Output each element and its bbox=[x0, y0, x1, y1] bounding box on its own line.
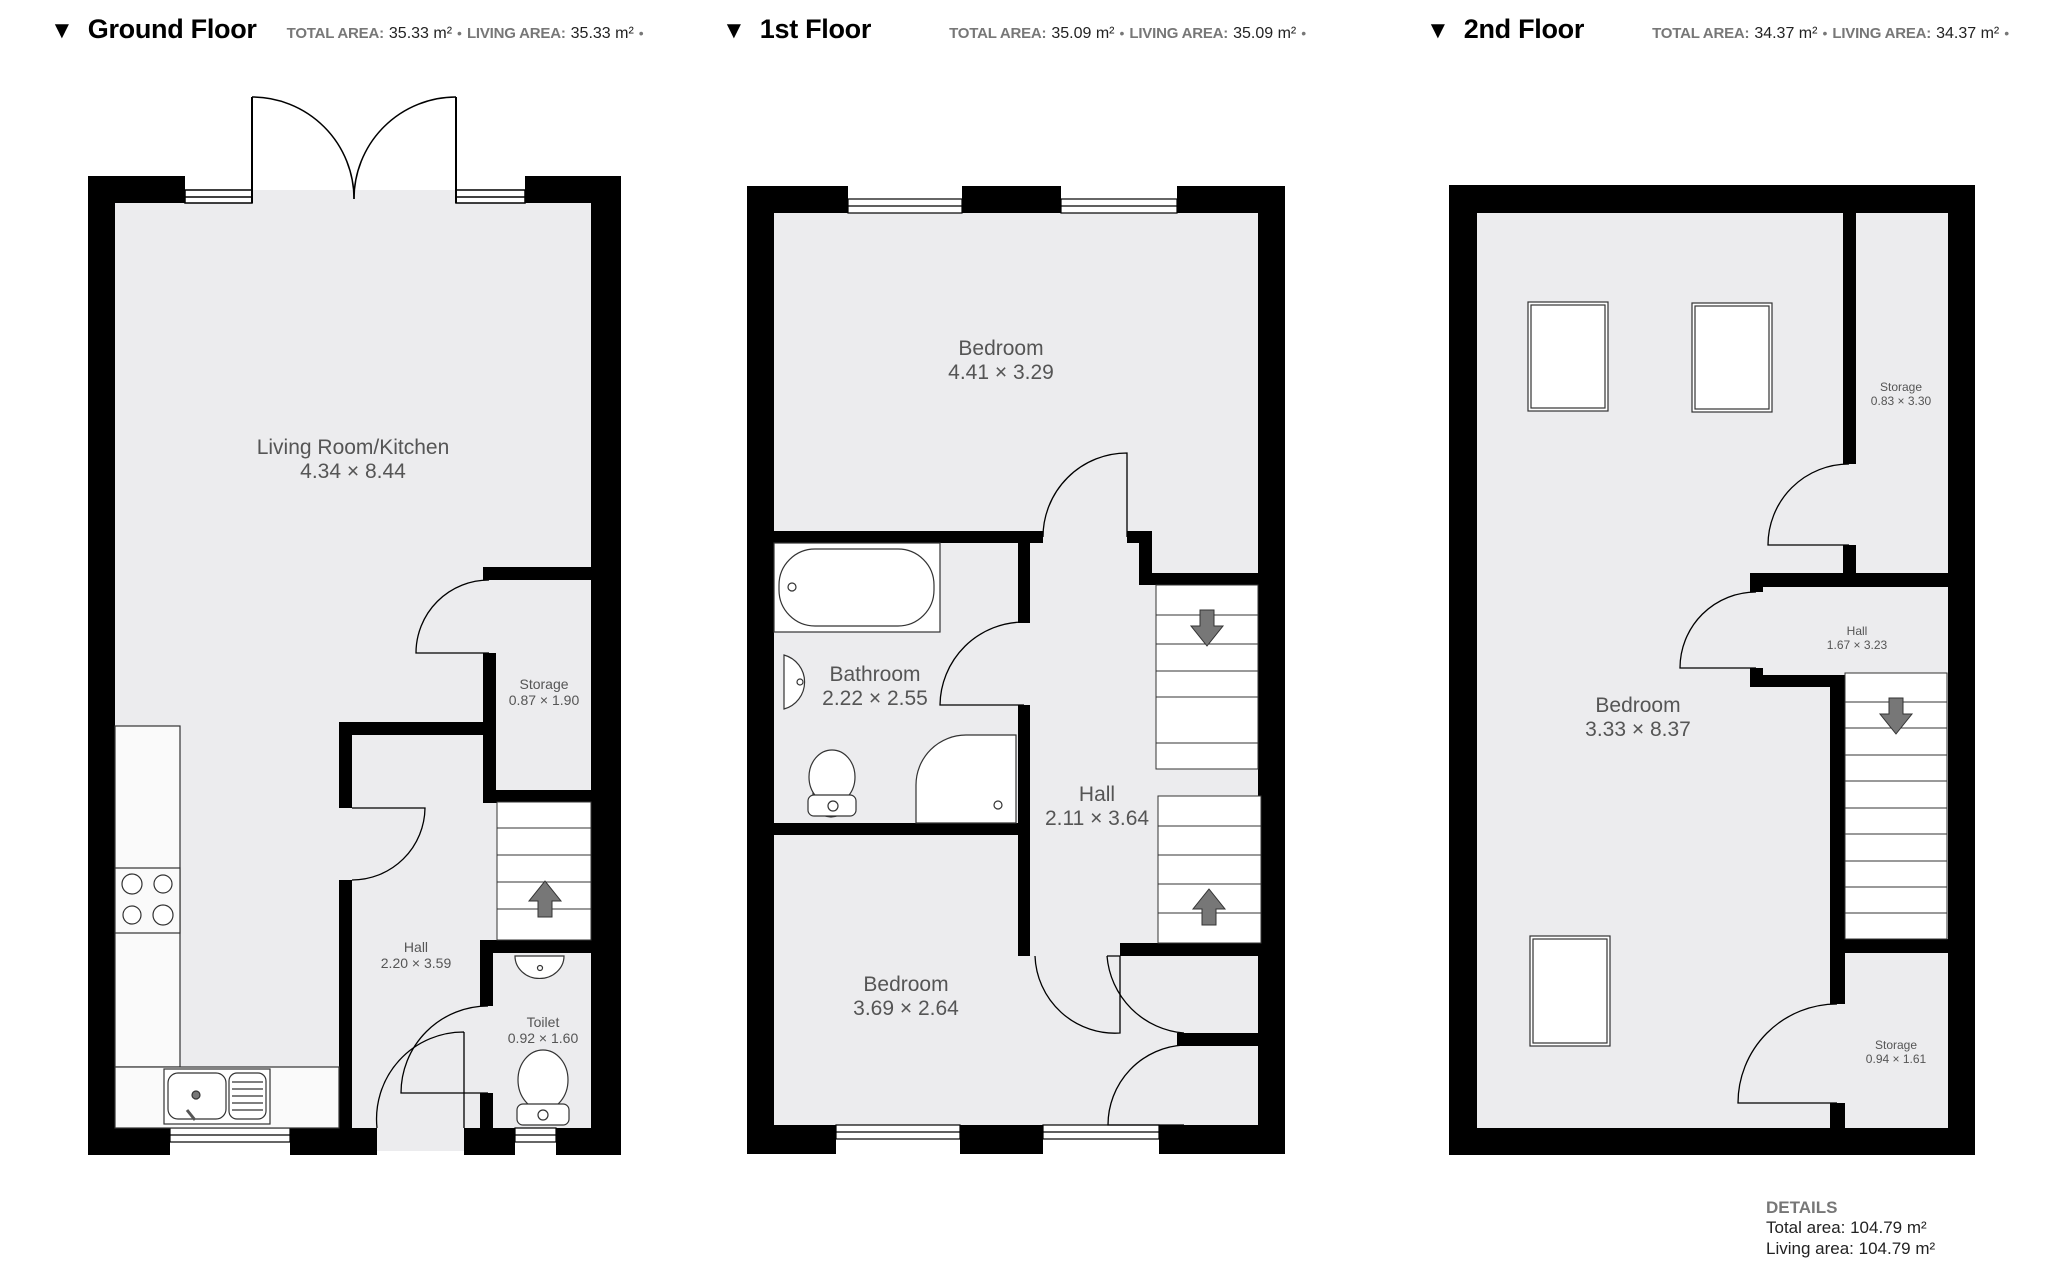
floor-title[interactable]: 1st Floor bbox=[759, 14, 872, 44]
living-area-value: 34.37 m² bbox=[1936, 25, 2000, 42]
room-label-living-room-kitchen: Living Room/Kitchen 4.34 × 8.44 bbox=[257, 436, 450, 484]
details-living-area: Living area: 104.79 m² bbox=[1766, 1238, 1936, 1258]
room-name: Storage bbox=[1874, 1038, 1918, 1053]
room-label-storage: Storage 0.94 × 1.61 bbox=[1865, 1038, 1927, 1067]
room-label-bedroom: Bedroom 3.33 × 8.37 bbox=[1585, 694, 1691, 742]
total-area-value: 35.09 m² bbox=[1051, 25, 1115, 42]
toilet-fixtures bbox=[514, 955, 570, 1126]
total-area-label: TOTAL AREA: bbox=[949, 25, 1047, 42]
details-summary: DETAILS Total area: 104.79 m² Living are… bbox=[1766, 1198, 1935, 1259]
separator-dot: • bbox=[1119, 25, 1125, 41]
window bbox=[835, 198, 1178, 1140]
ground-floor-plan bbox=[88, 96, 621, 1155]
staircase bbox=[1844, 672, 1948, 940]
floor-title[interactable]: 2nd Floor bbox=[1463, 14, 1585, 44]
room-size: 0.92 × 1.60 bbox=[507, 1030, 579, 1046]
room-name: Toilet bbox=[526, 1013, 560, 1030]
staircase bbox=[1155, 584, 1262, 944]
room-label-storage: Storage 0.83 × 3.30 bbox=[1870, 380, 1932, 409]
room-size: 0.83 × 3.30 bbox=[1870, 394, 1932, 408]
details-title: DETAILS bbox=[1766, 1198, 1838, 1217]
total-area-label: TOTAL AREA: bbox=[286, 25, 384, 42]
first-floor-plan bbox=[747, 186, 1285, 1154]
room-label-bedroom: Bedroom 4.41 × 3.29 bbox=[948, 337, 1054, 385]
details-total-area: Total area: 104.79 m² bbox=[1766, 1218, 1927, 1238]
hob-icon bbox=[114, 867, 181, 934]
room-label-hall: Hall 2.20 × 3.59 bbox=[381, 939, 451, 971]
walls bbox=[747, 186, 1285, 1154]
staircase bbox=[496, 801, 592, 941]
skylight-window bbox=[1527, 301, 1773, 1047]
room-label-storage: Storage 0.87 × 1.90 bbox=[509, 676, 579, 708]
room-size: 3.69 × 2.64 bbox=[853, 997, 959, 1020]
collapse-triangle-icon[interactable]: ▼ bbox=[1426, 17, 1450, 44]
room-label-toilet: Toilet 0.92 × 1.60 bbox=[508, 1014, 578, 1046]
room-name: Bedroom bbox=[863, 972, 949, 996]
room-size: 1.67 × 3.23 bbox=[1826, 638, 1888, 652]
room-name: Hall bbox=[1846, 624, 1868, 639]
living-area-label: LIVING AREA: bbox=[466, 25, 566, 42]
total-area-label: TOTAL AREA: bbox=[1652, 25, 1750, 42]
floor-header-1st: ▼ 1st Floor TOTAL AREA: 35.09 m² • LIVIN… bbox=[722, 14, 1311, 54]
room-size: 0.87 × 1.90 bbox=[508, 692, 580, 708]
room-size: 2.22 × 2.55 bbox=[822, 687, 928, 710]
walls bbox=[88, 176, 621, 1155]
room-size: 2.20 × 3.59 bbox=[380, 955, 452, 971]
floor-header-ground: ▼ Ground Floor TOTAL AREA: 35.33 m² • LI… bbox=[50, 14, 649, 54]
doors bbox=[1679, 463, 1850, 1104]
room-name: Hall bbox=[1078, 782, 1116, 806]
separator-dot: • bbox=[457, 25, 462, 41]
room-name: Bedroom bbox=[1595, 693, 1681, 717]
living-area-value: 35.33 m² bbox=[570, 25, 634, 42]
living-area-value: 35.09 m² bbox=[1233, 25, 1297, 42]
room-label-hall: Hall 1.67 × 3.23 bbox=[1826, 624, 1888, 653]
total-area-value: 35.33 m² bbox=[388, 25, 453, 42]
room-label-hall: Hall 2.11 × 3.64 bbox=[1045, 783, 1149, 831]
room-name: Living Room/Kitchen bbox=[256, 435, 450, 459]
room-name: Bathroom bbox=[829, 662, 921, 686]
room-name: Hall bbox=[403, 938, 429, 955]
separator-dot: • bbox=[2004, 25, 2010, 41]
kitchen-sink-icon bbox=[163, 1068, 271, 1125]
room-size: 3.33 × 8.37 bbox=[1585, 718, 1691, 741]
separator-dot: • bbox=[1822, 25, 1828, 41]
second-floor-plan bbox=[1449, 185, 1975, 1155]
total-area-value: 34.37 m² bbox=[1754, 25, 1818, 42]
collapse-triangle-icon[interactable]: ▼ bbox=[50, 17, 74, 44]
floor-title[interactable]: Ground Floor bbox=[87, 14, 257, 44]
room-size: 2.11 × 3.64 bbox=[1044, 807, 1150, 830]
room-size: 4.41 × 3.29 bbox=[948, 361, 1054, 384]
separator-dot: • bbox=[638, 25, 644, 41]
room-name: Storage bbox=[519, 675, 569, 692]
doors bbox=[939, 452, 1185, 1126]
doors bbox=[351, 579, 490, 1129]
floor-header-2nd: ▼ 2nd Floor TOTAL AREA: 34.37 m² • LIVIN… bbox=[1426, 14, 2014, 54]
room-name: Storage bbox=[1879, 380, 1923, 395]
living-area-label: LIVING AREA: bbox=[1129, 25, 1229, 42]
living-area-label: LIVING AREA: bbox=[1832, 25, 1932, 42]
room-size: 0.94 × 1.61 bbox=[1865, 1052, 1927, 1066]
separator-dot: • bbox=[1301, 25, 1307, 41]
room-label-bathroom: Bathroom 2.22 × 2.55 bbox=[822, 663, 928, 711]
room-label-bedroom: Bedroom 3.69 × 2.64 bbox=[853, 973, 959, 1021]
walls bbox=[1449, 185, 1975, 1155]
bathroom-fixtures bbox=[773, 542, 1017, 824]
french-doors bbox=[184, 96, 526, 204]
room-size: 4.34 × 8.44 bbox=[300, 460, 406, 483]
collapse-triangle-icon[interactable]: ▼ bbox=[722, 17, 746, 44]
room-name: Bedroom bbox=[958, 336, 1044, 360]
